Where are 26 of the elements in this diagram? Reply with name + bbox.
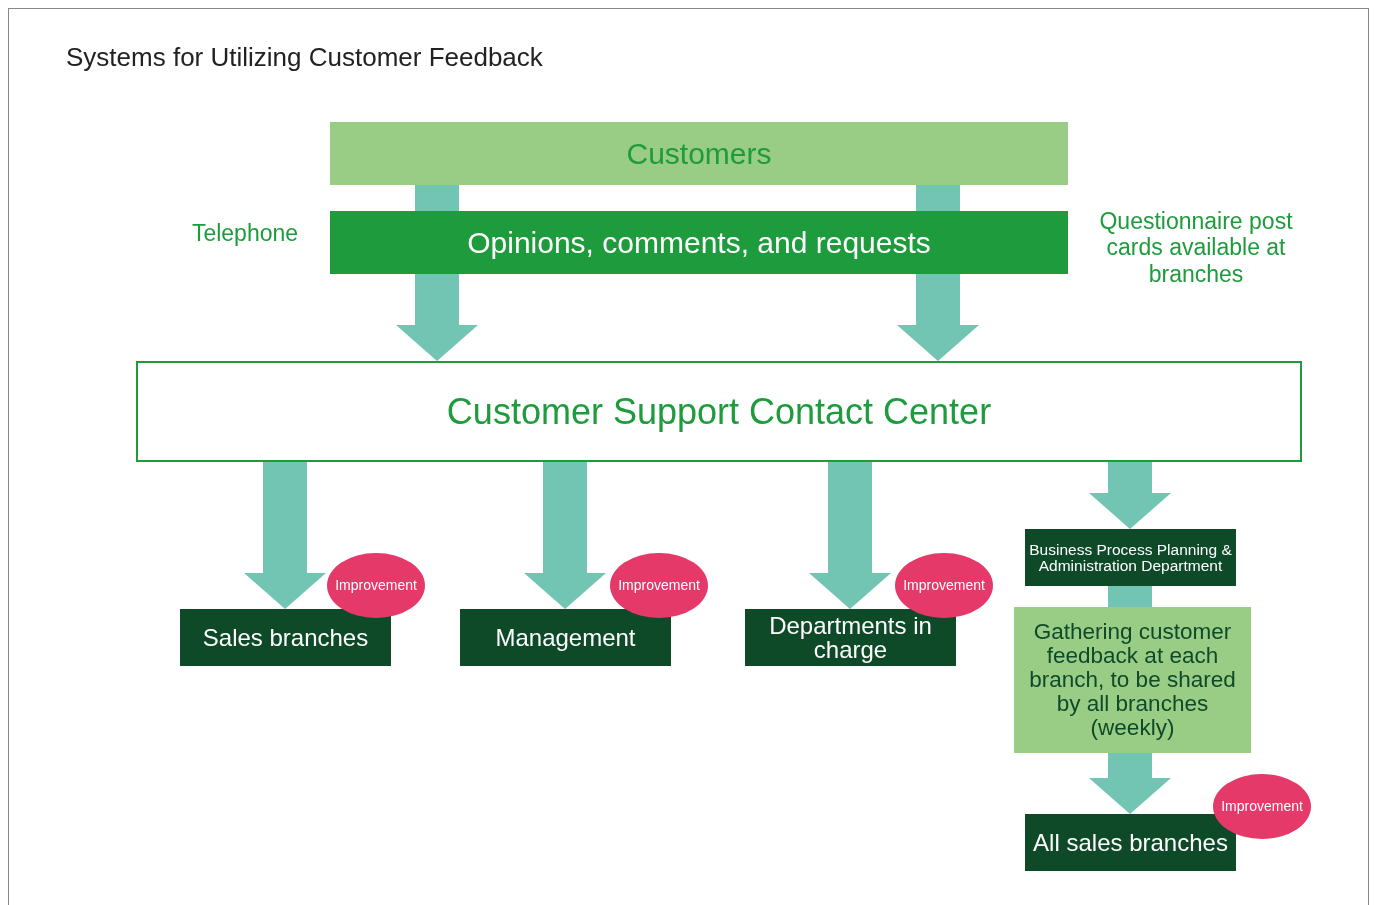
process-box: Gathering customer feedback at each branch, to be shared by all branches (weekly)	[1014, 607, 1251, 753]
channel-label: Questionnaire post cards available at branches	[1098, 208, 1294, 288]
department-box: Sales branches	[180, 609, 391, 666]
connector-band	[415, 185, 459, 211]
block-arrow	[897, 274, 979, 361]
block-arrow	[396, 274, 478, 361]
department-box: Business Process Planning & Administration Department	[1025, 529, 1236, 586]
department-box: Departments in charge	[745, 609, 956, 666]
feedback-band: Opinions, comments, and requests	[330, 211, 1068, 274]
block-arrow	[524, 462, 606, 609]
connector-band	[916, 185, 960, 211]
improvement-oval: Improvement	[895, 553, 993, 618]
connector-band	[1108, 586, 1152, 607]
department-box: Management	[460, 609, 671, 666]
diagram-title: Systems for Utilizing Customer Feedback	[66, 42, 543, 73]
block-arrow	[1089, 462, 1171, 529]
customers-bar: Customers	[330, 122, 1068, 185]
block-arrow	[1089, 753, 1171, 814]
contact-center-box: Customer Support Contact Center	[136, 361, 1302, 462]
improvement-oval: Improvement	[1213, 774, 1311, 839]
improvement-oval: Improvement	[610, 553, 708, 618]
improvement-oval: Improvement	[327, 553, 425, 618]
block-arrow	[244, 462, 326, 609]
channel-label: Telephone	[190, 220, 300, 247]
block-arrow	[809, 462, 891, 609]
department-box: All sales branches	[1025, 814, 1236, 871]
